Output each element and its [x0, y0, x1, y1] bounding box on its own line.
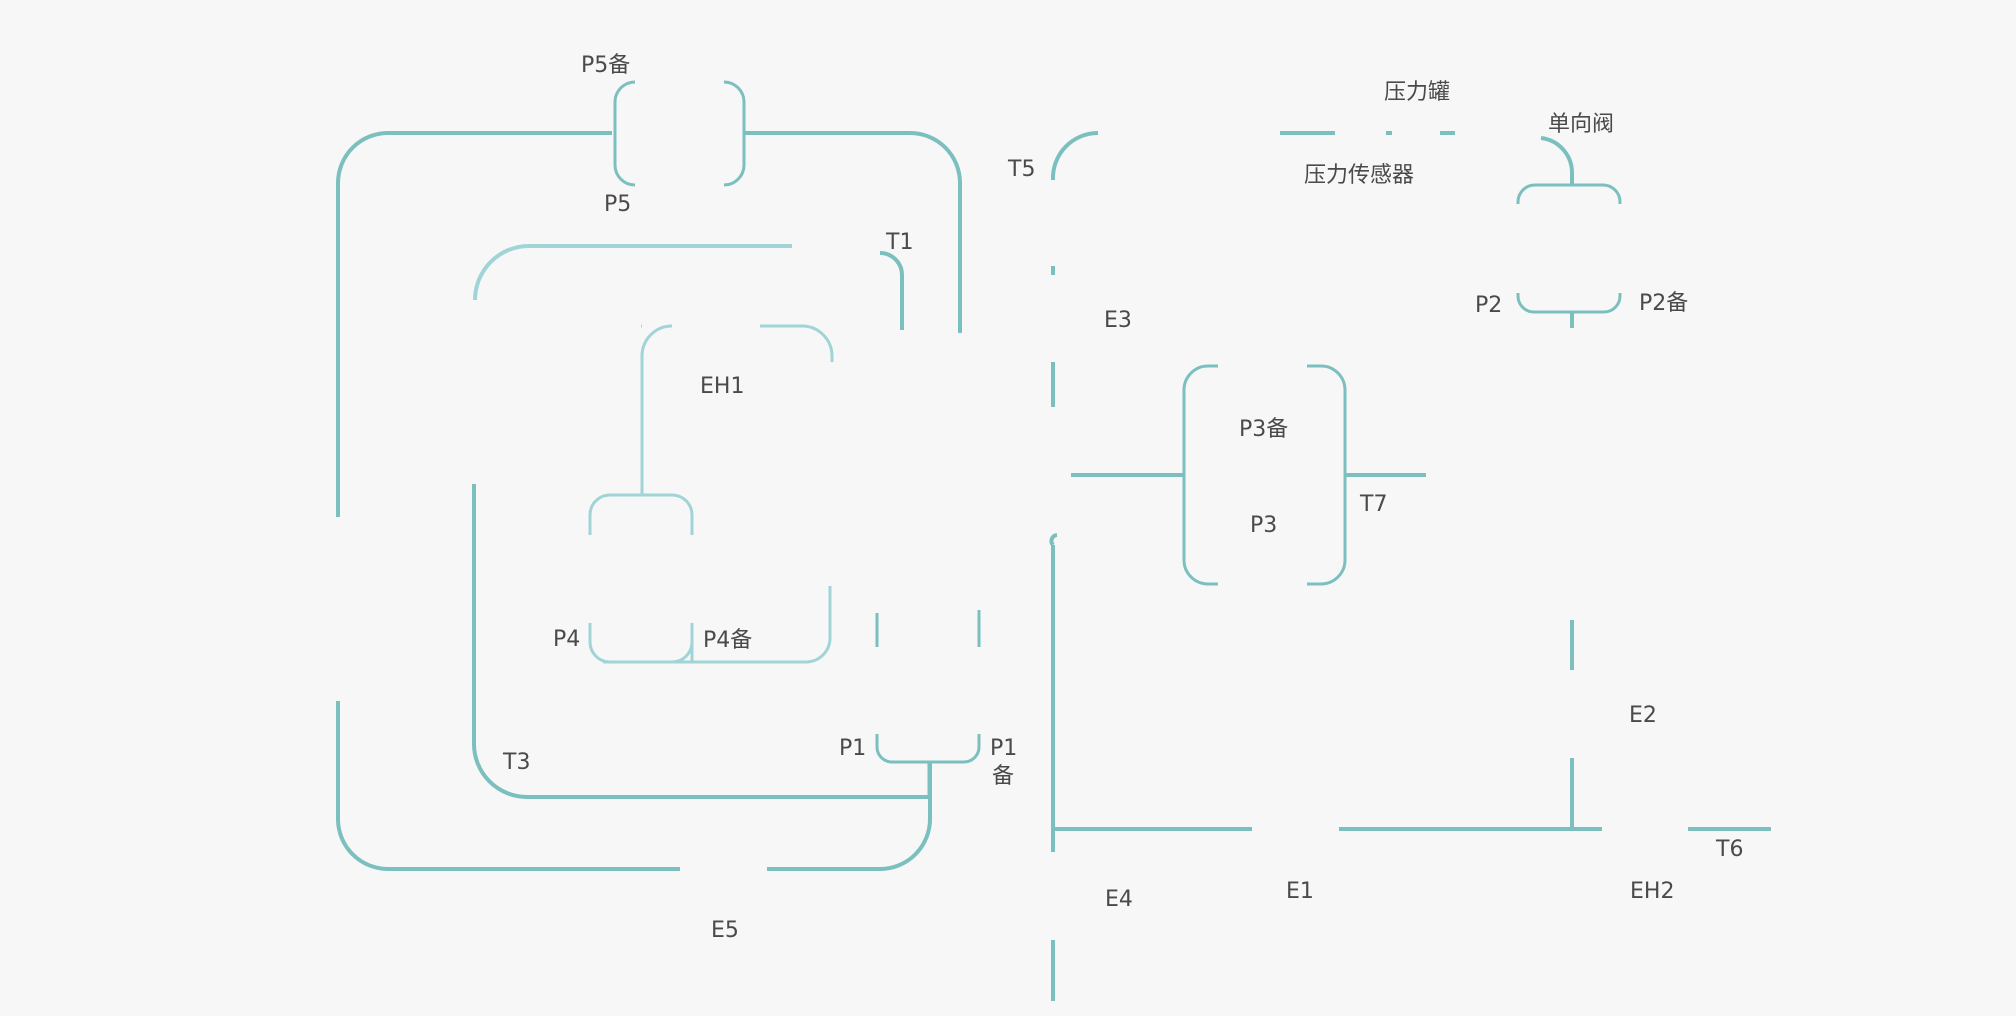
pump-p3-right-bracket	[1307, 364, 1347, 586]
pipe-main-vertical-lower	[1049, 533, 1058, 852]
label-p1-backup-line2: 备	[992, 764, 1014, 789]
label-e2: E2	[1629, 703, 1657, 728]
label-t3: T3	[502, 750, 530, 775]
pump-p5-left-bracket	[613, 80, 636, 187]
label-e3: E3	[1104, 308, 1132, 333]
pump-p1-bracket	[875, 734, 981, 764]
label-p3-backup: P3备	[1239, 417, 1288, 442]
label-e1: E1	[1286, 879, 1314, 904]
label-t6: T6	[1715, 837, 1743, 862]
pump-p2-upper-bracket	[1516, 183, 1622, 204]
pipe-inner-top-right	[760, 324, 834, 362]
label-p5: P5	[604, 192, 631, 217]
label-p2: P2	[1475, 293, 1502, 318]
pipe-outer-bottom-right	[767, 762, 932, 871]
pipe-inner-left	[640, 324, 673, 495]
label-p1-backup-line1: P1	[990, 736, 1017, 761]
pipe-middle-bottom	[472, 484, 929, 799]
label-p2-backup: P2备	[1639, 291, 1688, 316]
pump-p5-right-bracket	[723, 80, 746, 187]
label-t1: T1	[885, 230, 913, 255]
label-eh1: EH1	[700, 374, 744, 399]
label-e5: E5	[711, 918, 739, 943]
label-p1: P1	[839, 736, 866, 761]
pump-p1-group	[875, 610, 981, 797]
label-pressure-tank: 压力罐	[1384, 80, 1450, 105]
outer-loop-pipes	[336, 131, 962, 871]
label-p4-backup: P4备	[703, 628, 752, 653]
inner-loop-pipes	[588, 324, 834, 664]
label-eh2: EH2	[1630, 879, 1674, 904]
middle-loop-pipes	[472, 244, 929, 799]
pipe-inner-right	[603, 586, 832, 664]
label-pressure-sensor: 压力传感器	[1304, 163, 1414, 188]
pipe-t1-elbow	[879, 251, 904, 330]
pipe-outer-top-right	[745, 131, 962, 333]
pump-p4-lower-bracket	[588, 623, 694, 664]
pump-p2-group	[1516, 183, 1622, 314]
pipe-outer-bottom-left	[336, 701, 680, 871]
pump-p3-group	[1182, 364, 1347, 586]
pipe-outer-top-left	[336, 131, 612, 517]
label-t5: T5	[1007, 157, 1035, 182]
pump-p4-upper-bracket	[588, 493, 694, 535]
pump-p5-group	[613, 80, 746, 187]
pipe-middle-top	[473, 244, 792, 301]
label-t7: T7	[1359, 492, 1387, 517]
right-network-pipes	[1049, 130, 1771, 1001]
diagram-labels: P5备 P5 T1 T5 EH1 E3 压力罐 压力传感器 单向阀 P2 P2备…	[502, 53, 1743, 943]
label-p5-backup: P5备	[581, 53, 630, 78]
label-e4: E4	[1105, 887, 1133, 912]
label-p3: P3	[1250, 513, 1277, 538]
label-check-valve: 单向阀	[1548, 112, 1614, 137]
pump-p3-left-bracket	[1182, 364, 1218, 586]
check-valve-arc	[1540, 136, 1574, 185]
pipe-t5-elbow	[1050, 130, 1099, 181]
label-p4: P4	[553, 627, 580, 652]
pump-p2-lower-bracket	[1516, 293, 1622, 314]
